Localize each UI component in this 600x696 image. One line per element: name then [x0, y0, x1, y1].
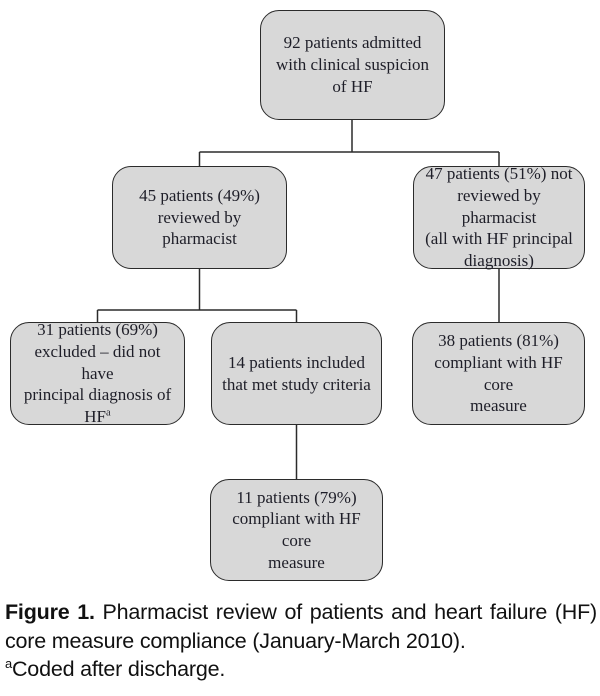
box-line: diagnosis): [464, 251, 534, 271]
flow-box-reviewed: 45 patients (49%) reviewed by pharmacist: [112, 166, 287, 269]
box-line: 92 patients admitted: [283, 33, 422, 53]
box-line: compliant with HF core: [434, 352, 563, 394]
flow-box-not-reviewed-text: 47 patients (51%) not reviewed by pharma…: [420, 163, 578, 272]
box-line: 14 patients included: [228, 352, 365, 372]
box-line: excluded – did not have: [34, 341, 161, 383]
box-line: measure: [268, 552, 325, 572]
box-line: 11 patients (79%): [236, 487, 357, 507]
box-line: 31 patients (69%): [37, 320, 158, 340]
box-line: 38 patients (81%): [438, 331, 559, 350]
flow-box-compliant-not-reviewed: 38 patients (81%) compliant with HF core…: [412, 322, 585, 425]
figure-caption-main: Figure 1. Pharmacist review of patients …: [5, 598, 597, 655]
footnote-marker: a: [106, 407, 111, 419]
figure-caption-body: Pharmacist review of patients and heart …: [5, 600, 597, 653]
box-line: of HF: [332, 76, 373, 96]
box-line: reviewed by pharmacist: [457, 185, 541, 227]
flow-box-excluded-text: 31 patients (69%) excluded – did not hav…: [17, 319, 178, 428]
flow-box-admitted: 92 patients admitted with clinical suspi…: [260, 10, 445, 120]
figure-caption-footnote: aCoded after discharge.: [5, 655, 597, 684]
figure-caption-label: Figure 1.: [5, 600, 95, 624]
box-line: measure: [470, 396, 527, 416]
flow-box-included-text: 14 patients included that met study crit…: [222, 352, 371, 396]
flow-box-admitted-text: 92 patients admitted with clinical suspi…: [276, 32, 429, 97]
box-line: principal diagnosis of: [23, 385, 172, 405]
flow-box-excluded: 31 patients (69%) excluded – did not hav…: [10, 319, 185, 428]
box-line: 45 patients (49%): [139, 185, 260, 205]
flow-box-compliant-included-text: 11 patients (79%) compliant with HF core…: [217, 487, 376, 574]
flow-box-not-reviewed: 47 patients (51%) not reviewed by pharma…: [413, 163, 585, 272]
flow-box-compliant-included: 11 patients (79%) compliant with HF core…: [210, 479, 383, 581]
figure-caption-footnote-body: Coded after discharge.: [11, 657, 226, 682]
box-line: reviewed by pharmacist: [157, 207, 242, 249]
flow-box-reviewed-text: 45 patients (49%) reviewed by pharmacist: [119, 185, 280, 250]
box-line: compliant with HF core: [232, 509, 361, 550]
box-line: that met study criteria: [222, 374, 371, 394]
box-line: with clinical suspicion: [276, 55, 429, 75]
footnote-marker: a: [5, 656, 12, 672]
flow-box-compliant-not-reviewed-text: 38 patients (81%) compliant with HF core…: [419, 330, 578, 417]
box-line: (all with HF principal: [425, 229, 573, 249]
flow-box-included: 14 patients included that met study crit…: [211, 322, 382, 425]
figure-caption: Figure 1. Pharmacist review of patients …: [5, 598, 597, 684]
box-line: 47 patients (51%) not: [425, 164, 573, 184]
box-line: HF: [84, 407, 107, 427]
